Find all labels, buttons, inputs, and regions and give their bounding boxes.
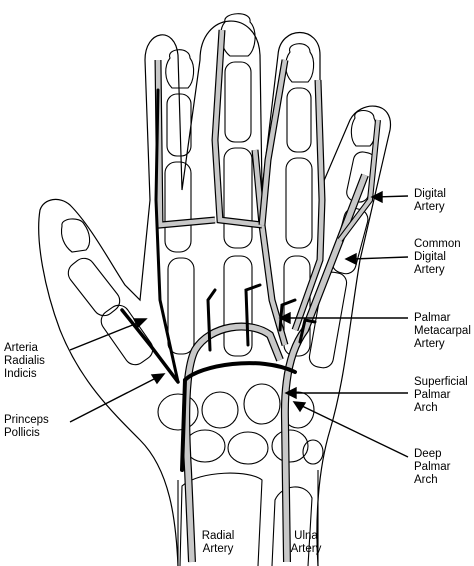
deep-vessels <box>120 88 317 472</box>
deep-palmar-arch-vessel <box>183 361 297 382</box>
forearm-outline <box>177 470 319 566</box>
princeps-pollicis-vessel <box>120 308 180 384</box>
leader-arrows <box>69 190 409 458</box>
hand-outline <box>38 20 391 566</box>
radialis-indicis-vessel <box>154 88 180 384</box>
superficial-vessels <box>154 29 381 563</box>
ulna-artery-vessel <box>280 173 369 563</box>
